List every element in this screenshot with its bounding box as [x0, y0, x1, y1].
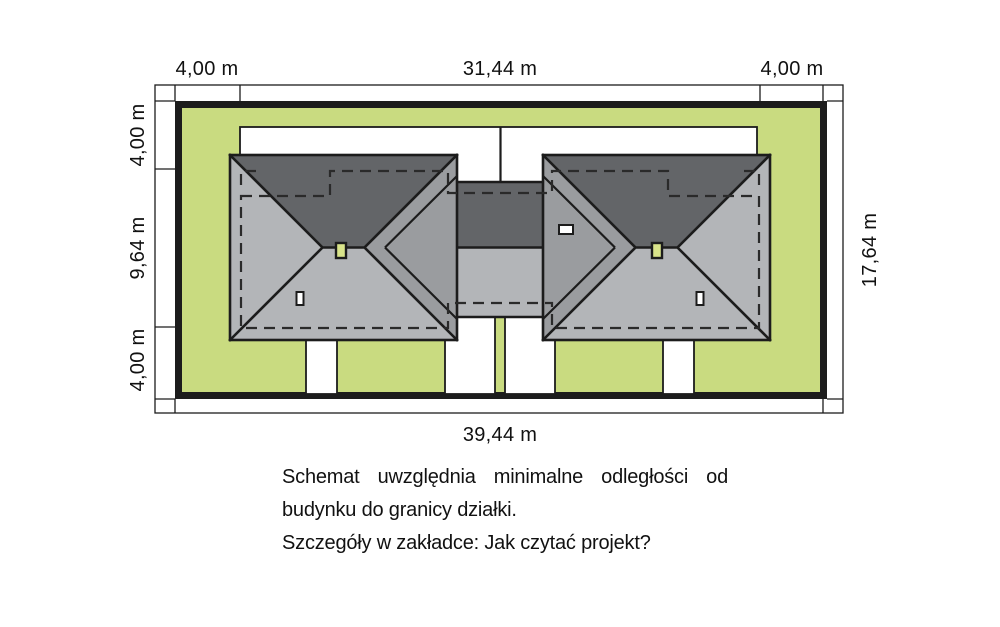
- building-wall-outline: [239, 169, 761, 330]
- dimension-label-bottom: 39,44 m: [463, 424, 537, 446]
- right-house-roof: [541, 153, 772, 342]
- path-left: [305, 337, 338, 395]
- right-roof-east-hip: [677, 155, 770, 340]
- top-band-ticks: [174, 85, 824, 101]
- dimension-label-top-center: 31,44 m: [463, 58, 537, 80]
- chimney-right-house: [650, 241, 664, 260]
- left-roof-east-hip: [364, 155, 457, 340]
- link-roof-south-slope: [450, 247, 550, 317]
- left-roof-west-hip: [230, 155, 323, 340]
- dimension-label-right: 17,64 m: [859, 213, 881, 287]
- left-house-roof: [228, 153, 459, 342]
- right-roof-edge-band: [542, 175, 616, 320]
- vent-left-house: [295, 291, 305, 306]
- left-roof-outline: [228, 153, 459, 342]
- chimney-left-house: [334, 241, 348, 260]
- caption-line-1: Schemat uwzględnia minimalne odległości …: [282, 466, 728, 488]
- right-roof-west-hip: [543, 155, 636, 340]
- link-roof-edges: [448, 180, 552, 319]
- dimension-frame: [154, 84, 844, 414]
- right-roof-north-slope: [543, 155, 770, 248]
- path-right: [662, 337, 695, 395]
- dimension-label-left-bottom: 4,00 m: [127, 329, 149, 392]
- caption-line-2: budynku do granicy działki.: [282, 499, 517, 521]
- right-band-ticks: [827, 100, 843, 400]
- dimension-label-top-right: 4,00 m: [761, 58, 824, 80]
- right-roof-south-slope: [543, 247, 770, 340]
- left-roof-south-slope: [230, 247, 457, 340]
- vent-link-roof: [558, 224, 574, 235]
- dimension-label-left-top: 4,00 m: [127, 104, 149, 167]
- left-band-ticks: [155, 100, 175, 400]
- wall-outline-dashed: [239, 169, 761, 330]
- bottom-band-ticks: [174, 399, 824, 413]
- dimension-labels: 4,00 m 31,44 m 4,00 m 39,44 m 4,00 m 9,6…: [127, 58, 881, 446]
- wall-corner-marks-dashed: [239, 169, 761, 185]
- right-roof-outline: [541, 153, 772, 342]
- dimension-label-left-middle: 9,64 m: [127, 217, 149, 280]
- left-roof-north-slope: [230, 155, 457, 248]
- link-roof: [448, 180, 552, 319]
- chimneys: [295, 224, 705, 306]
- left-roof-edge-band: [384, 175, 458, 320]
- dimension-label-top-left: 4,00 m: [176, 58, 239, 80]
- caption-line-3: Szczegóły w zakładce: Jak czytać projekt…: [282, 532, 651, 554]
- dimension-frame-outline: [154, 84, 844, 414]
- caption-block: Schemat uwzględnia minimalne odległości …: [282, 461, 728, 560]
- vent-right-house: [695, 291, 705, 306]
- link-roof-north-slope: [450, 182, 550, 248]
